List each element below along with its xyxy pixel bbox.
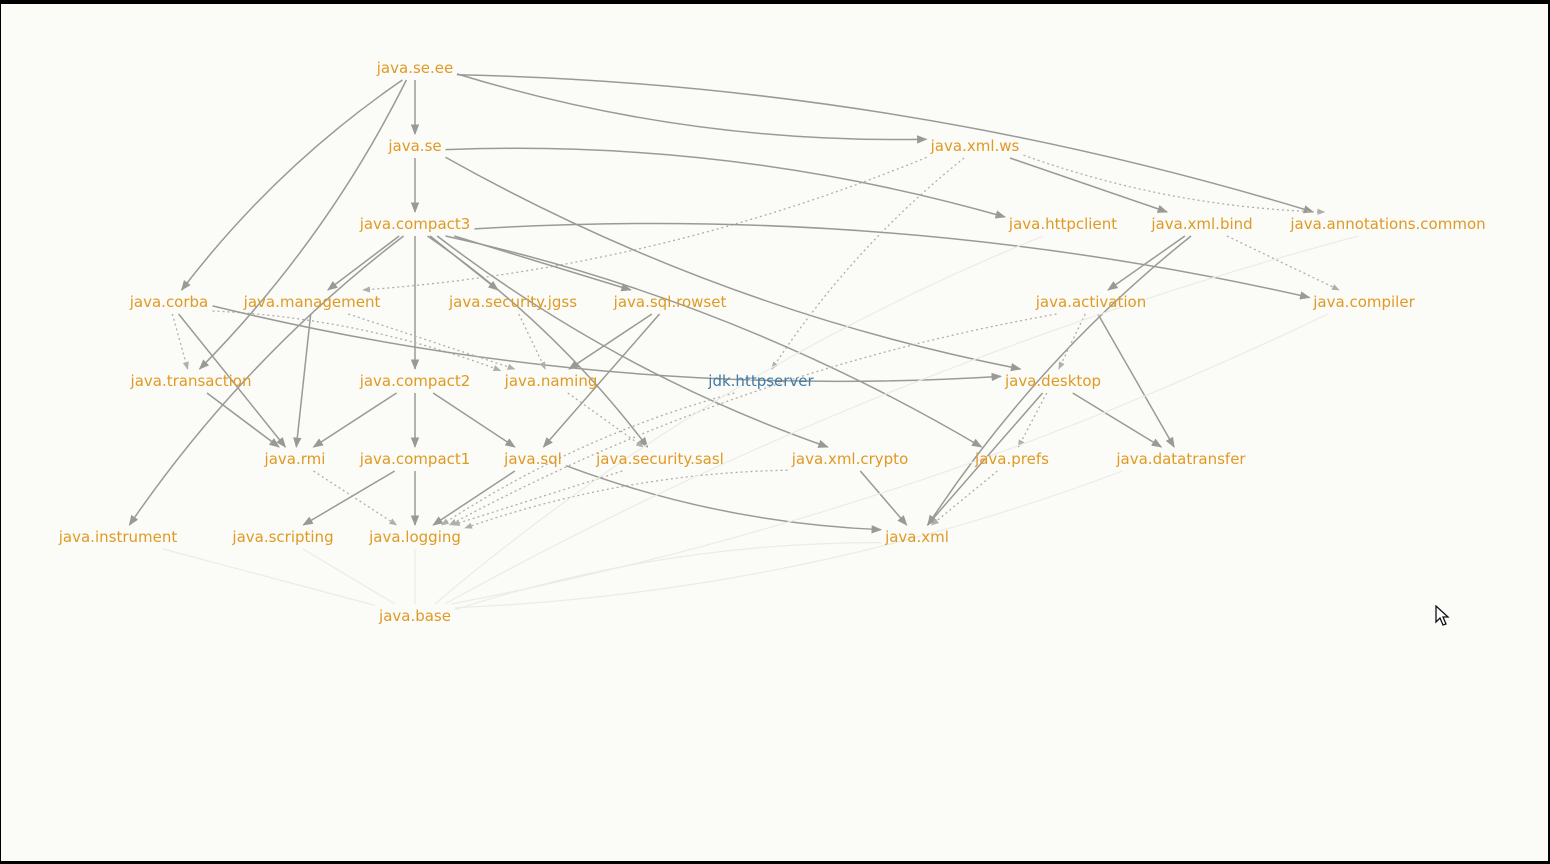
node-java-se: java.se (388, 137, 442, 155)
edge-java-naming-to-java-security-sasl (567, 392, 644, 448)
edge-java-compact3-to-java-instrument (128, 235, 405, 526)
edge-layer (128, 73, 1359, 611)
mouse-pointer-icon (1435, 605, 1450, 626)
edge-java-activation-to-java-desktop (1058, 313, 1086, 370)
node-java-sql: java.sql (504, 450, 562, 468)
node-java-xml: java.xml (885, 528, 949, 546)
node-java-se-ee: java.se.ee (376, 59, 454, 77)
edge-java-xml-ws-to-jdk-httpserver (771, 157, 965, 370)
edge-java-desktop-to-java-xml (926, 392, 1044, 526)
node-java-httpclient: java.httpclient (1008, 215, 1118, 233)
edge-java-httpclient-to-java-base (434, 235, 1044, 605)
node-java-base: java.base (379, 607, 451, 625)
edge-java-scripting-to-java-base (302, 548, 396, 605)
edge-java-compact3-to-java-xml-crypto (436, 235, 829, 448)
edge-java-xml-to-java-base (454, 542, 882, 611)
node-java-corba: java.corba (129, 293, 209, 311)
edge-java-desktop-to-java-datatransfer (1072, 392, 1163, 448)
node-java-management: java.management (243, 293, 381, 311)
edge-jdk-httpserver-to-java-logging (440, 392, 735, 526)
edge-java-se-to-java-desktop (445, 156, 1022, 372)
edge-java-se-to-java-httpclient (445, 147, 1007, 219)
node-java-annotations-common: java.annotations.common (1290, 215, 1486, 233)
edge-java-compact2-to-java-sql (432, 392, 516, 448)
edge-java-compact3-to-java-security-sasl (427, 235, 649, 448)
edge-java-xml-crypto-to-java-logging (464, 469, 788, 529)
edge-java-sql-to-java-xml (565, 465, 883, 534)
node-java-compact1: java.compact1 (359, 450, 471, 468)
edge-java-desktop-to-java-prefs (1017, 392, 1048, 448)
edge-java-datatransfer-to-java-base (454, 470, 1123, 609)
edge-java-management-to-java-naming (348, 313, 516, 370)
node-java-instrument: java.instrument (58, 528, 178, 546)
edge-java-se-ee-to-java-corba (180, 79, 403, 291)
edge-java-se-ee-to-java-annotations-common (456, 73, 1315, 214)
edge-java-transaction-to-java-rmi (206, 392, 280, 448)
node-jdk-httpserver: jdk.httpserver (708, 372, 814, 390)
node-java-scripting: java.scripting (232, 528, 334, 546)
edge-java-compiler-to-java-base (451, 313, 1328, 605)
edge-java-xml-crypto-to-java-xml (859, 470, 908, 526)
edge-java-xml-ws-to-java-annotations-common (1023, 154, 1326, 215)
edge-java-management-to-java-rmi (293, 313, 312, 449)
edge-java-xml-ws-to-java-xml-bind (1009, 157, 1169, 213)
node-java-security-jgss: java.security.jgss (448, 293, 578, 311)
edge-java-xml-bind-to-java-activation (1107, 235, 1186, 291)
edge-java-security-jgss-to-java-naming (518, 313, 546, 370)
node-java-xml-ws: java.xml.ws (930, 137, 1020, 155)
module-graph (128, 73, 1359, 611)
node-java-transaction: java.transaction (130, 372, 252, 390)
node-java-compiler: java.compiler (1313, 293, 1415, 311)
node-java-prefs: java.prefs (975, 450, 1049, 468)
edge-java-sql-rowset-to-java-sql (542, 313, 661, 448)
edge-java-se-ee-to-java-transaction (198, 79, 408, 370)
edge-java-corba-to-java-naming (212, 310, 502, 372)
node-java-xml-bind: java.xml.bind (1151, 215, 1253, 233)
node-java-compact3: java.compact3 (359, 215, 471, 233)
node-java-sql-rowset: java.sql.rowset (613, 293, 727, 311)
edge-java-se-ee-to-java-xml-ws (456, 73, 928, 144)
node-java-compact2: java.compact2 (359, 372, 471, 390)
edge-java-rmi-to-java-logging (313, 470, 398, 526)
node-java-security-sasl: java.security.sasl (596, 450, 724, 468)
edge-java-corba-to-java-rmi (178, 313, 287, 448)
edge-java-compact3-to-java-management (327, 235, 400, 291)
edge-java-compact2-to-java-rmi (312, 392, 397, 448)
edge-java-xml-bind-to-java-compiler (1226, 235, 1340, 291)
node-java-activation: java.activation (1035, 293, 1147, 311)
edge-java-activation-to-java-logging (448, 313, 1057, 526)
node-java-naming: java.naming (504, 372, 598, 390)
node-java-logging: java.logging (369, 528, 461, 546)
node-java-desktop: java.desktop (1004, 372, 1102, 390)
node-java-datatransfer: java.datatransfer (1116, 450, 1246, 468)
edge-java-instrument-to-java-base (162, 548, 376, 606)
edge-java-compact3-to-java-compiler (474, 222, 1311, 300)
edge-java-annotations-common-to-java-base (444, 235, 1359, 605)
edge-java-xml-bind-to-java-xml (927, 235, 1192, 526)
screen-frame: java.se.ee java.se java.xml.ws java.compact… (1, 4, 1548, 861)
edge-java-xml-ws-to-java-management (362, 156, 927, 293)
node-java-rmi: java.rmi (264, 450, 326, 468)
node-java-xml-crypto: java.xml.crypto (791, 450, 909, 468)
edge-java-prefs-to-java-xml (931, 470, 998, 526)
edge-java-compact1-to-java-scripting (302, 470, 396, 526)
edge-java-activation-to-java-datatransfer (1097, 313, 1175, 448)
edge-java-sql-to-java-logging (432, 470, 516, 526)
edge-java-sql-rowset-to-java-naming (568, 313, 653, 370)
edge-java-corba-to-java-desktop (212, 305, 1003, 383)
edge-java-compact3-to-java-prefs (445, 235, 983, 448)
